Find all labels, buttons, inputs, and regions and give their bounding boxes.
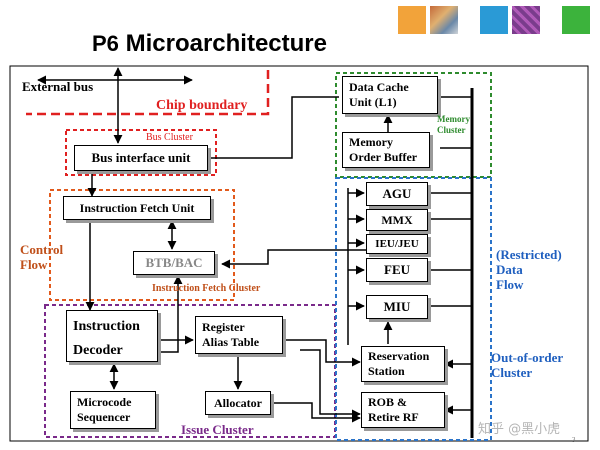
corner-photo-square — [430, 6, 458, 34]
feu: FEU — [366, 258, 428, 282]
bus-interface-unit: Bus interface unit — [74, 145, 208, 171]
btb-bac: BTB/BAC — [133, 251, 215, 275]
decoder-to-btb-arrow — [160, 275, 183, 353]
corner-square-blue — [480, 6, 508, 34]
corner-square-orange — [398, 6, 426, 34]
ieu-to-btb-arrow — [221, 249, 366, 269]
corner-square-green — [562, 6, 590, 34]
external-bus-label: External bus — [22, 79, 94, 94]
page-number: 3 — [572, 436, 576, 444]
watermark: 知乎 @黑小虎 — [478, 422, 561, 437]
corner-chip-square — [512, 6, 540, 34]
mmx: MMX — [366, 209, 428, 231]
allocator-to-rob-arrow — [272, 402, 361, 423]
rob-retire-rf: ROB &Retire RF — [361, 392, 445, 428]
chip-boundary-line — [26, 70, 270, 116]
ooo-cluster-outline — [335, 177, 492, 441]
miu: MIU — [366, 295, 428, 319]
bus-cluster-outline — [65, 129, 217, 176]
allocator: Allocator — [205, 391, 271, 415]
page-title: P6 Microarchitecture — [92, 30, 327, 57]
chip-boundary-label: Chip boundary — [156, 98, 248, 113]
biu-to-dcache-line — [207, 96, 339, 159]
rat-to-rob-arrow — [300, 349, 361, 419]
instruction-fetch-unit: Instruction Fetch Unit — [63, 196, 211, 220]
outer-frame — [9, 65, 589, 442]
issue-cluster-outline — [44, 304, 336, 438]
rat-to-rs-arrow — [284, 339, 361, 367]
ieu-jeu: IEU/JEU — [366, 234, 428, 254]
agu: AGU — [366, 182, 428, 206]
ifetch-cluster-outline — [49, 189, 235, 301]
issue-cluster-label: Issue Cluster — [181, 422, 254, 437]
bus-cluster-label: Bus Cluster — [146, 132, 193, 143]
ifetch-cluster-label: Instruction Fetch Cluster — [152, 283, 261, 294]
